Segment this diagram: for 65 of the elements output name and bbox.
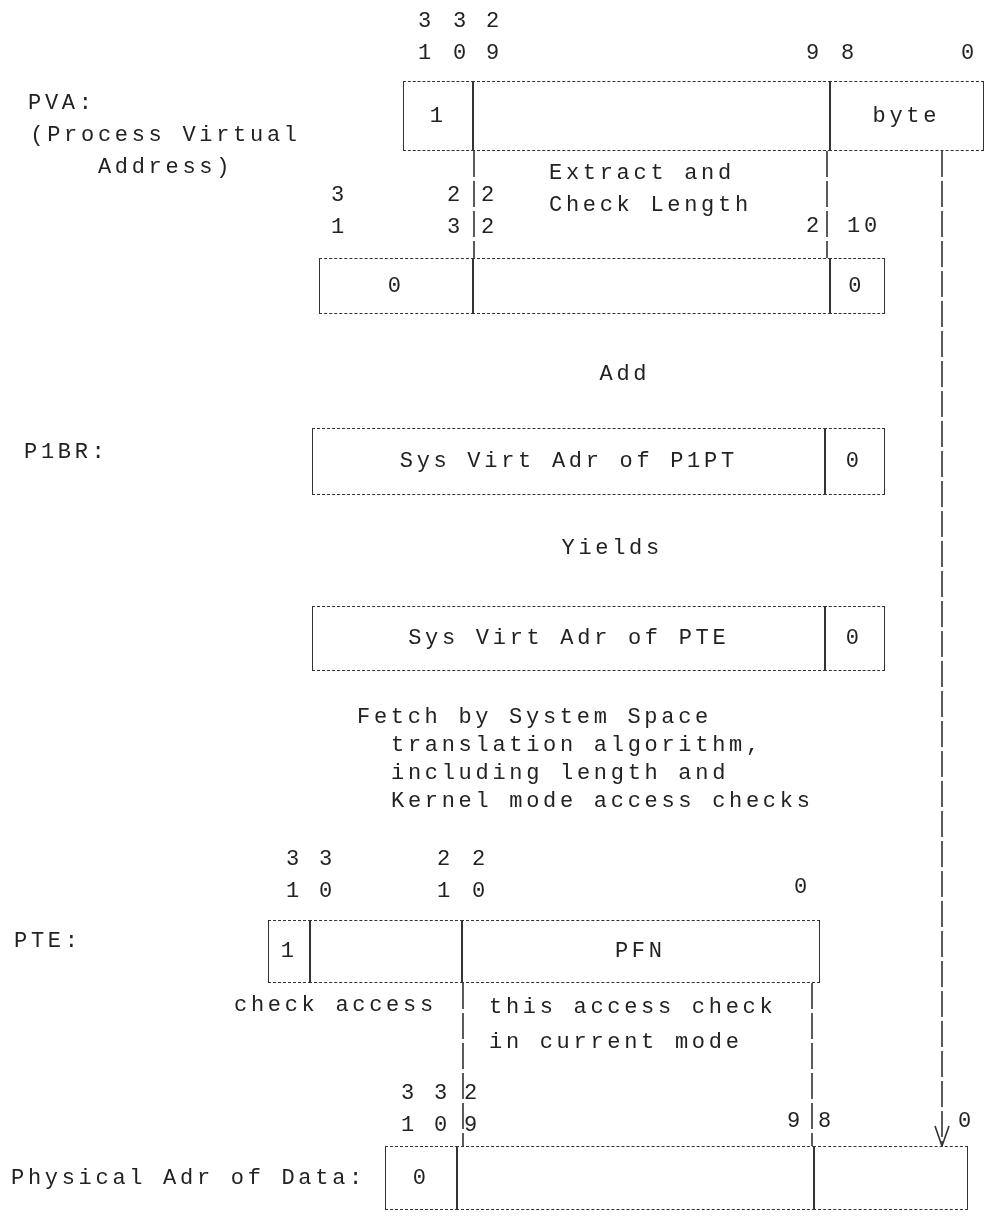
register-field [472,258,831,314]
field-value: 1 [429,103,447,129]
field-value: Sys Virt Adr of PTE [408,626,730,651]
bit-number: 8 [818,1108,835,1136]
register-field [813,1146,968,1210]
bit-number: 0 [958,1108,975,1136]
field-value: 0 [387,273,405,299]
bit-number: 31 [418,8,435,68]
bit-number: 31 [331,182,348,242]
operation-note: Yields [561,535,663,563]
bit-number: 30 [453,8,470,68]
bit-number: 29 [464,1080,481,1140]
bit-number: 8 [841,40,858,68]
register-field [829,81,984,151]
field-value: 0 [848,273,866,299]
register-field [385,1146,458,1210]
bit-number: 22 [481,182,498,242]
register-field [472,81,831,151]
bit-number: 0 [961,40,978,68]
register-field [268,920,311,983]
register-field [461,920,820,983]
register-field [403,81,474,151]
bit-number: 30 [434,1080,451,1140]
field-value: 0 [845,626,863,651]
register-label: (Process Virtual Address) [29,122,302,182]
field-value: 0 [412,1165,430,1191]
connector-line [473,150,475,259]
register-field [309,920,463,983]
register-field [829,258,885,314]
arrow [934,150,950,1147]
operation-note: check access [234,992,437,1020]
register-field [312,428,826,495]
field-value: 1 [280,939,298,964]
register-field [312,606,826,671]
bit-number: 30 [319,846,336,906]
register-field [824,606,885,671]
operation-note: Add [599,361,651,389]
bit-number: 9 [787,1108,804,1136]
operation-note: Extract and Check Length [549,160,753,220]
register-label: PVA: [28,90,96,118]
bit-number: 2 [806,213,823,241]
operation-note: this access check in current mode [489,994,778,1057]
bit-number: 31 [401,1080,418,1140]
register-field [456,1146,815,1210]
bit-number: 29 [486,8,503,68]
connector-line [462,982,464,1147]
field-value: PFN [614,939,666,964]
connector-line [811,982,813,1147]
register-label: P1BR: [24,439,109,467]
field-value: Sys Virt Adr of P1PT [399,449,738,474]
bit-number: 20 [472,846,489,906]
bit-number: 31 [286,846,303,906]
register-field [319,258,474,314]
register-label: Physical Adr of Data: [11,1165,366,1193]
field-value: byte [872,103,941,129]
register-label: PTE: [14,928,82,956]
bit-number: 21 [437,846,454,906]
operation-note: Fetch by System Space translation algorithm, including length and Kernel mode access checks [357,704,815,816]
field-value: 0 [845,449,863,474]
register-field [824,428,885,495]
bit-number: 10 [847,213,881,241]
bit-number: 0 [794,874,811,902]
bit-number: 9 [806,40,823,68]
connector-line [826,150,828,259]
bit-number: 23 [447,182,464,242]
